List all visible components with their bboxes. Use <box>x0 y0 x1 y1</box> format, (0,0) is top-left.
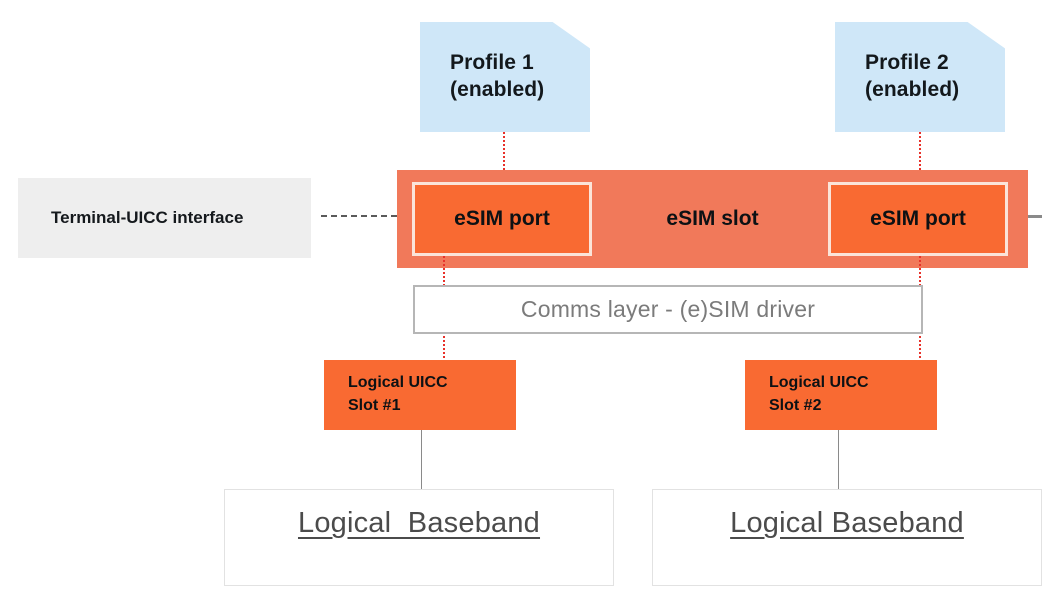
logical-baseband-1-label: Logical Baseband <box>297 507 541 539</box>
logical-uicc-slot-2[interactable]: Logical UICC Slot #2 <box>745 360 937 430</box>
profile-2-note[interactable]: Profile 2 (enabled) <box>835 22 1005 132</box>
terminal-interface-stub-right <box>1028 215 1042 218</box>
connector-profile1-to-port1 <box>503 132 505 182</box>
profile-1-note[interactable]: Profile 1 (enabled) <box>420 22 590 132</box>
profile-2-title: Profile 2 <box>865 51 949 75</box>
logical-uicc-slot-2-line2: Slot #2 <box>769 397 822 414</box>
connector-terminal-to-slot <box>321 215 397 217</box>
connector-profile2-to-port2 <box>919 132 921 182</box>
terminal-uicc-interface-box[interactable]: Terminal-UICC interface <box>18 178 311 258</box>
profile-1-status: (enabled) <box>450 78 545 101</box>
esim-port-2-label: eSIM port <box>870 207 966 230</box>
logical-uicc-slot-2-line1: Logical UICC <box>769 374 869 392</box>
logical-uicc-slot-1-line2: Slot #1 <box>348 397 401 414</box>
connector-uicc2-to-baseband2 <box>838 430 839 490</box>
esim-slot-label: eSIM slot <box>666 207 759 230</box>
esim-port-1-label: eSIM port <box>454 207 550 230</box>
esim-slot[interactable]: eSIM slot eSIM port eSIM port <box>397 170 1028 268</box>
profile-1-title: Profile 1 <box>450 51 534 75</box>
logical-baseband-1[interactable]: Logical Baseband <box>224 489 614 586</box>
esim-port-2[interactable]: eSIM port <box>828 182 1008 256</box>
logical-uicc-slot-1[interactable]: Logical UICC Slot #1 <box>324 360 516 430</box>
esim-port-1[interactable]: eSIM port <box>412 182 592 256</box>
profile-2-status: (enabled) <box>865 78 960 101</box>
comms-layer-label: Comms layer - (e)SIM driver <box>520 296 816 322</box>
comms-layer-box[interactable]: Comms layer - (e)SIM driver <box>413 285 923 334</box>
logical-baseband-2[interactable]: Logical Baseband <box>652 489 1042 586</box>
logical-uicc-slot-1-line1: Logical UICC <box>348 374 448 392</box>
connector-uicc1-to-baseband1 <box>421 430 422 490</box>
logical-baseband-2-label: Logical Baseband <box>730 507 964 539</box>
terminal-uicc-interface-label: Terminal-UICC interface <box>51 208 244 227</box>
